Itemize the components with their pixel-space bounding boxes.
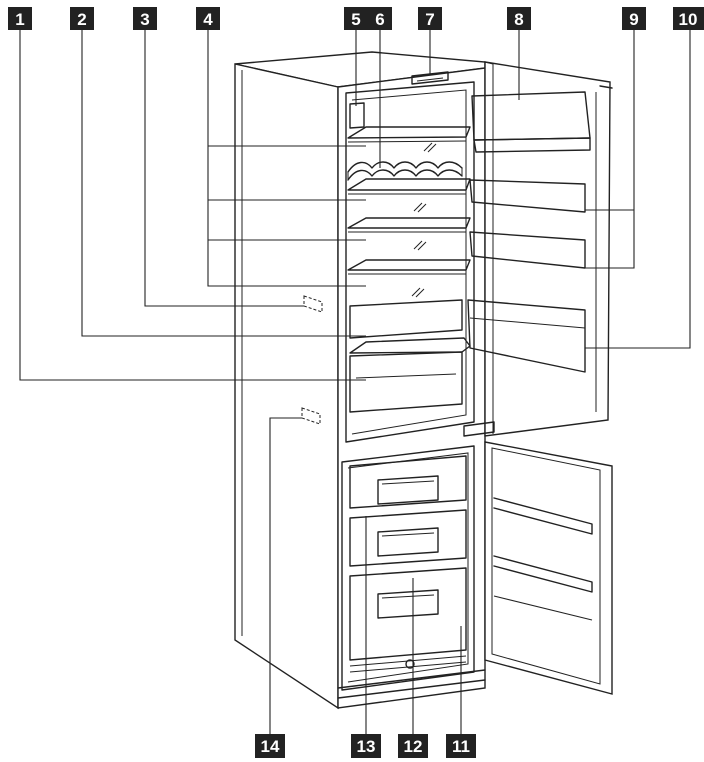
sensor-marks: [301, 295, 323, 425]
callout-label-14: 14: [255, 734, 285, 758]
svg-text:3: 3: [140, 10, 149, 29]
hinge: [463, 421, 495, 437]
callout-label-5: 5: [344, 7, 368, 30]
svg-text:8: 8: [514, 10, 523, 29]
svg-text:12: 12: [404, 737, 423, 756]
svg-text:5: 5: [351, 10, 360, 29]
svg-text:2: 2: [77, 10, 86, 29]
callout-label-12: 12: [398, 734, 428, 758]
callout-label-6: 6: [368, 7, 392, 30]
svg-text:9: 9: [629, 10, 638, 29]
svg-text:7: 7: [425, 10, 434, 29]
callout-label-1: 1: [8, 7, 32, 30]
svg-text:11: 11: [452, 737, 470, 756]
glass-shelves: [347, 126, 471, 298]
fridge-door: [467, 61, 613, 437]
svg-text:14: 14: [261, 737, 280, 756]
callout-label-9: 9: [622, 7, 646, 30]
control-panel: [411, 71, 449, 85]
freezer-door: [484, 441, 613, 695]
leader-lines: [19, 29, 691, 734]
svg-text:4: 4: [203, 10, 213, 29]
freezer-drawers: [349, 455, 467, 673]
callout-label-2: 2: [70, 7, 94, 30]
callout-label-13: 13: [351, 734, 381, 758]
callout-label-8: 8: [507, 7, 531, 30]
svg-text:1: 1: [15, 10, 24, 29]
callout-label-4: 4: [196, 7, 220, 30]
callout-label-7: 7: [418, 7, 442, 30]
bottle-rack: [347, 161, 463, 181]
callout-label-10: 10: [673, 7, 704, 30]
interior-light: [349, 102, 365, 129]
svg-text:10: 10: [679, 10, 698, 29]
svg-text:6: 6: [375, 10, 384, 29]
vegetable-drawers: [349, 299, 471, 413]
callout-label-11: 11: [446, 734, 476, 758]
callout-label-3: 3: [133, 7, 157, 30]
svg-text:13: 13: [357, 737, 376, 756]
